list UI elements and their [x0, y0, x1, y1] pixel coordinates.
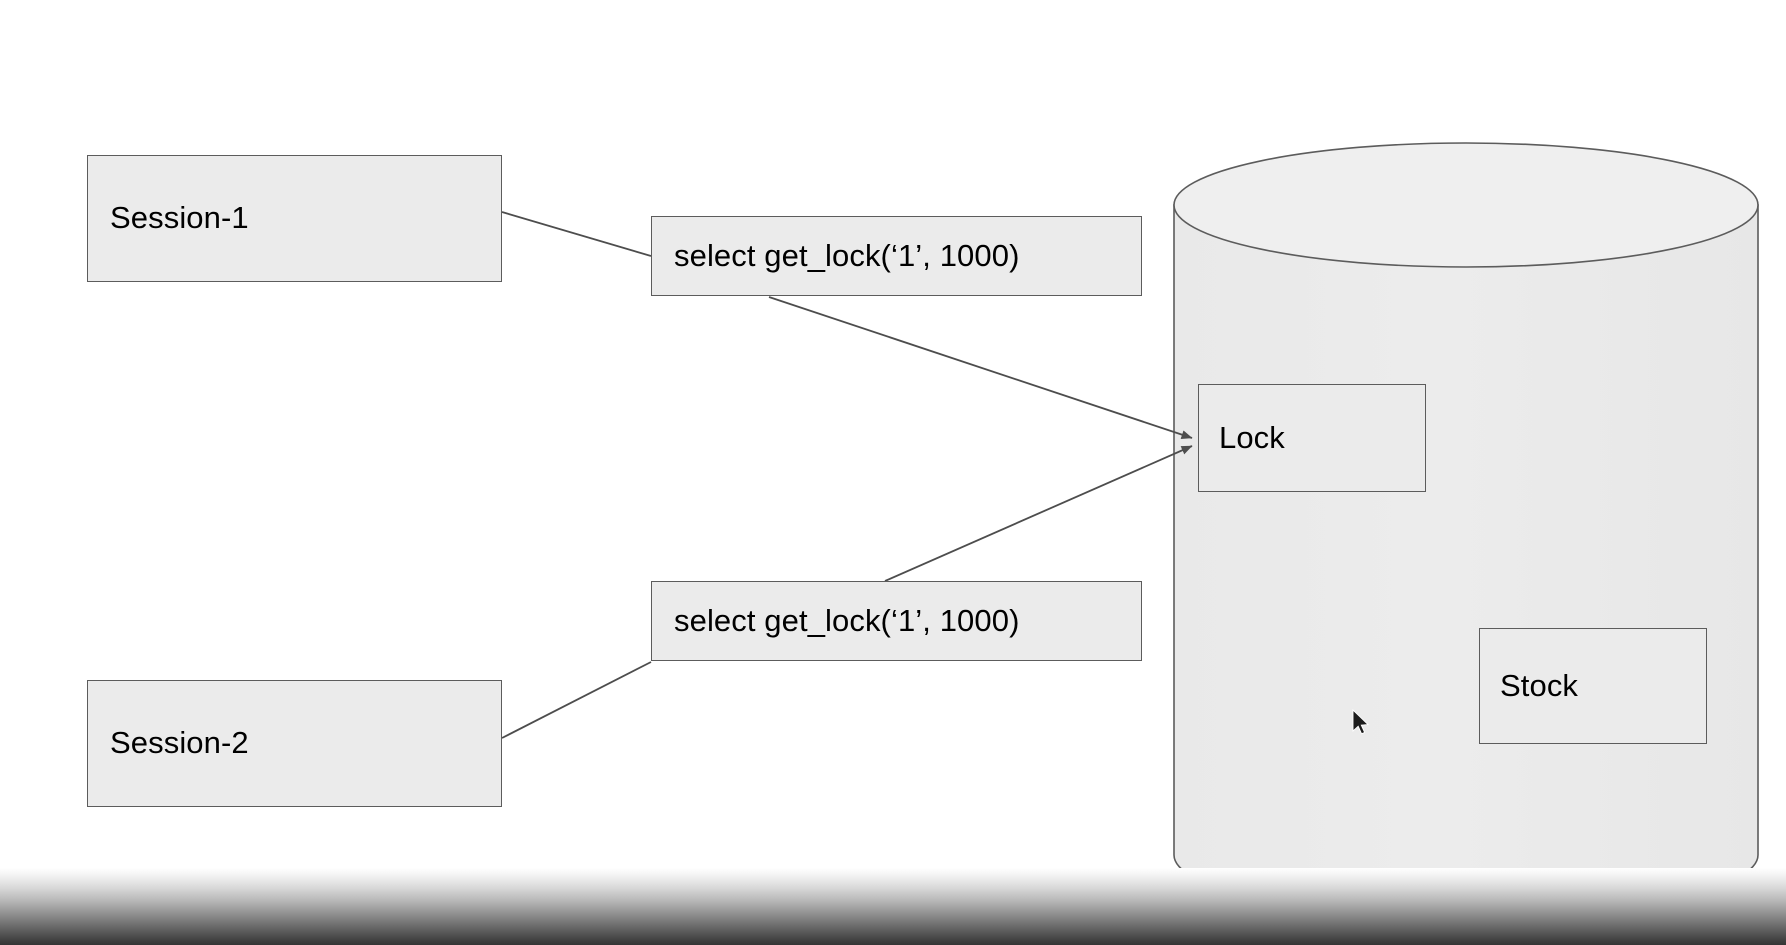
lock-node[interactable]: Lock — [1198, 384, 1426, 492]
bottom-fade-band — [0, 868, 1786, 945]
connector-session2-statement2 — [501, 661, 652, 739]
session-2-node[interactable]: Session-2 — [87, 680, 502, 807]
connector-statement2-lock — [884, 445, 1193, 582]
statement-2-label: select get_lock(‘1’, 1000) — [674, 602, 1020, 638]
statement-1-node[interactable]: select get_lock(‘1’, 1000) — [651, 216, 1142, 296]
session-2-label: Session-2 — [110, 725, 249, 761]
connector-session1-statement1 — [501, 211, 652, 257]
session-1-node[interactable]: Session-1 — [87, 155, 502, 282]
stock-node[interactable]: Stock — [1479, 628, 1707, 744]
database-cylinder-top — [1173, 142, 1759, 268]
lock-label: Lock — [1219, 419, 1285, 455]
stock-label: Stock — [1500, 667, 1579, 703]
session-1-label: Session-1 — [110, 200, 249, 236]
database-cylinder — [1173, 142, 1759, 918]
statement-1-label: select get_lock(‘1’, 1000) — [674, 237, 1020, 273]
statement-2-node[interactable]: select get_lock(‘1’, 1000) — [651, 581, 1142, 661]
connector-statement1-lock — [768, 296, 1193, 439]
